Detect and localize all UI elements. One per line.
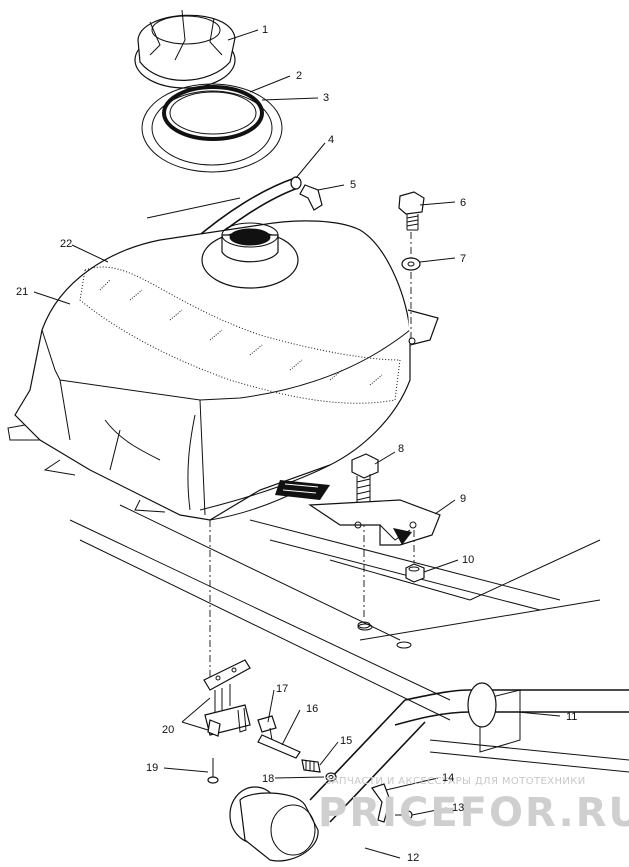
gasket-ring: [162, 85, 264, 141]
callout-16: 16: [306, 703, 318, 715]
callout-10: 10: [462, 554, 474, 566]
watermark-brand: PRICEFOR.RU: [318, 790, 629, 836]
screw-19: [207, 758, 219, 784]
callout-15: 15: [340, 735, 352, 747]
callout-6: 6: [460, 197, 466, 209]
fuel-valve-assembly: [203, 659, 251, 737]
leader-lines: [33, 29, 561, 859]
nut-10: [405, 563, 425, 583]
elbow-fitting: [299, 184, 323, 211]
mount-bracket: [308, 499, 441, 546]
callout-18: 18: [262, 773, 274, 785]
washer-7: [401, 257, 421, 271]
callout-21: 21: [16, 286, 28, 298]
watermark: ЗАПЧАСТИ И АКСЕССУАРЫ ДЛЯ МОТОТЕХНИКИ PR…: [318, 776, 629, 836]
bolt-6: [398, 191, 425, 231]
callout-3: 3: [323, 92, 329, 104]
frame-tube-assembly: [309, 682, 629, 823]
callout-11: 11: [566, 711, 577, 723]
hose-fitting: [301, 759, 321, 773]
callout-4: 4: [328, 134, 334, 146]
fuel-hose: [257, 715, 301, 759]
fuel-tank: [7, 220, 439, 521]
callout-9: 9: [460, 493, 466, 505]
fuel-filter: [229, 786, 319, 862]
callout-12: 12: [407, 852, 419, 864]
callout-1: 1: [262, 24, 268, 36]
fuel-cap: [134, 9, 236, 89]
frame-rails: [69, 504, 601, 721]
callout-22: 22: [60, 238, 72, 250]
watermark-tagline: ЗАПЧАСТИ И АКСЕССУАРЫ ДЛЯ МОТОТЕХНИКИ: [325, 776, 586, 787]
washer-18: [325, 772, 337, 782]
callout-2: 2: [296, 70, 302, 82]
callout-8: 8: [398, 443, 404, 455]
callout-13: 13: [452, 802, 464, 814]
bracket-plate-11: [467, 682, 497, 728]
clip-14: [371, 783, 391, 823]
callout-labels: 1 2 3 4 5 6 7 8 9 10 11 12 13 14 15 16 1…: [16, 24, 577, 864]
callout-17: 17: [276, 683, 288, 695]
callout-5: 5: [350, 179, 356, 191]
callout-14: 14: [442, 772, 454, 784]
callout-20: 20: [162, 724, 174, 736]
callout-7: 7: [460, 253, 466, 265]
filler-pad: [141, 83, 283, 173]
mount-pad: [275, 480, 330, 500]
callout-19: 19: [146, 762, 158, 774]
bolt-8: [351, 453, 379, 506]
